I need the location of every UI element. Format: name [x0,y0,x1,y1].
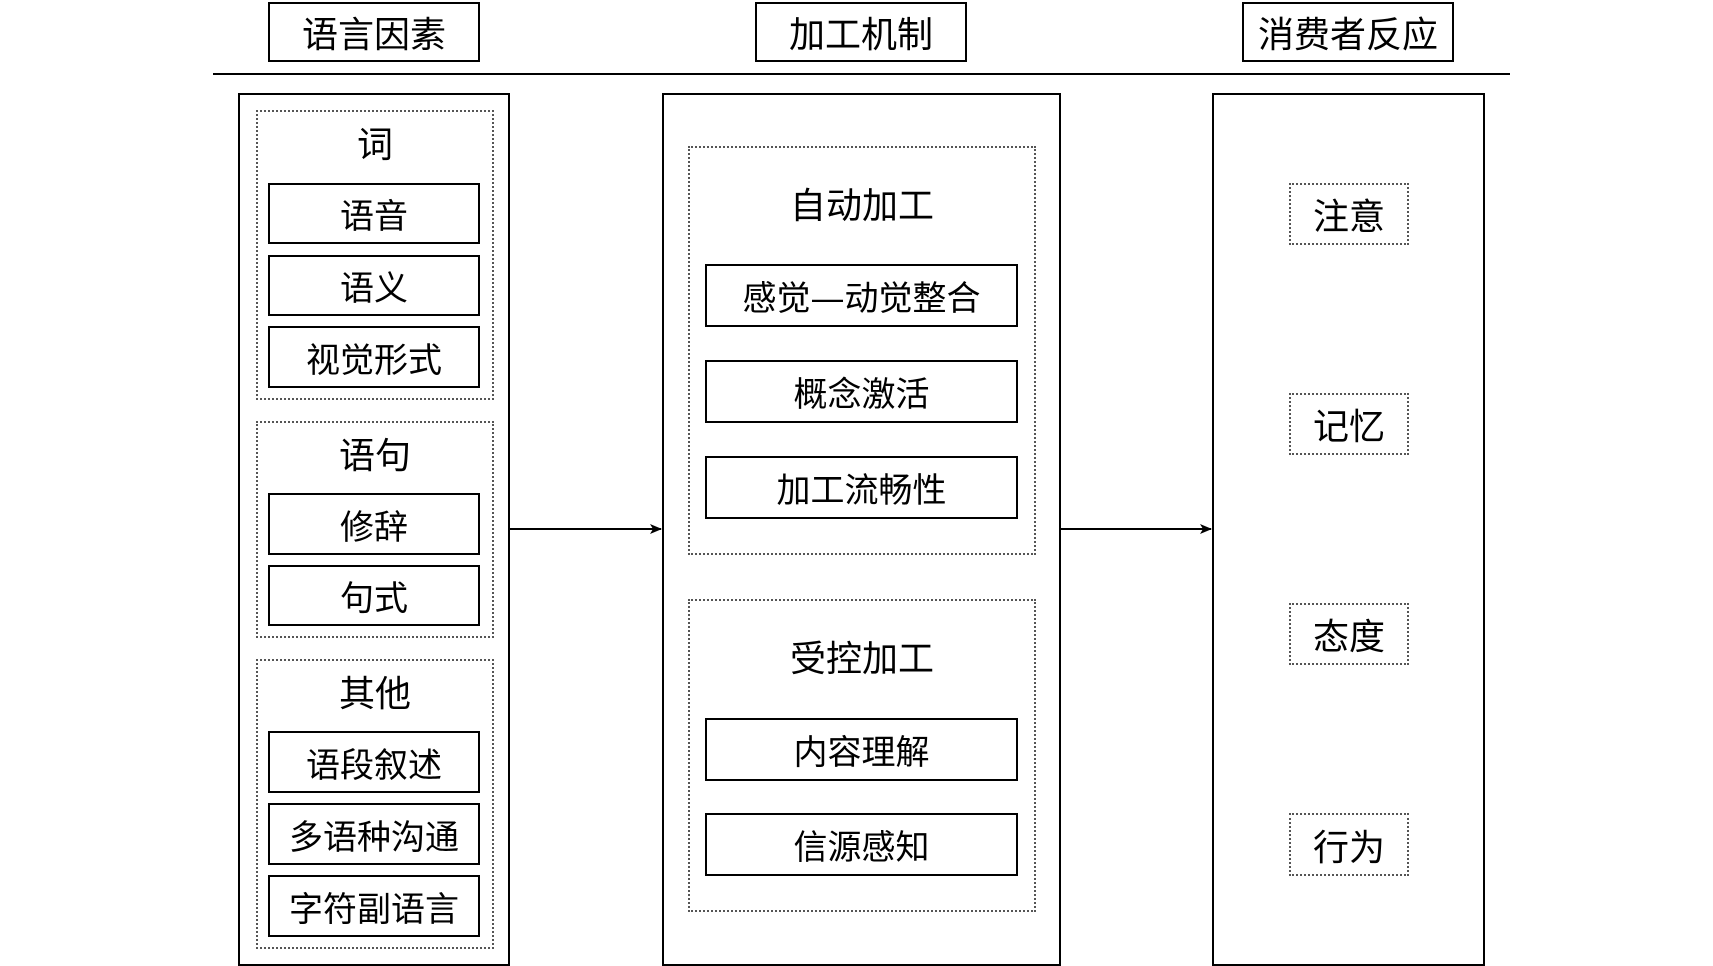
header-language-factors: 语言因素 [268,2,480,62]
process-processing-fluency: 加工流畅性 [705,456,1018,519]
header-divider [213,73,1510,75]
process-concept-activation: 概念激活 [705,360,1018,423]
factor-rhetoric: 修辞 [268,493,480,555]
factor-semantics: 语义 [268,255,480,316]
factor-sentence-pattern: 句式 [268,565,480,626]
group-word-title: 词 [356,125,393,166]
factor-phonetics: 语音 [268,183,480,244]
header-processing-mechanism: 加工机制 [755,2,967,62]
group-controlled-processing-title: 受控加工 [789,639,934,680]
process-content-comprehension: 内容理解 [705,718,1018,781]
process-sensory-motor-integration: 感觉—动觉整合 [705,264,1018,327]
factor-discourse-narrative: 语段叙述 [268,731,480,793]
group-automatic-processing [688,146,1036,555]
response-memory: 记忆 [1289,393,1409,455]
response-attitude: 态度 [1289,603,1409,665]
header-language-factors-label: 语言因素 [301,15,446,56]
response-attention: 注意 [1289,183,1409,245]
group-sentence [256,421,494,638]
header-consumer-response-label: 消费者反应 [1257,15,1438,56]
group-other [256,659,494,949]
factor-typographic-paralanguage: 字符副语言 [268,875,480,937]
header-processing-mechanism-label: 加工机制 [788,15,933,56]
factor-visual-form: 视觉形式 [268,326,480,388]
response-behavior: 行为 [1289,813,1409,876]
group-controlled-processing [688,599,1036,912]
group-sentence-title: 语句 [338,436,411,477]
process-source-perception: 信源感知 [705,813,1018,876]
header-consumer-response: 消费者反应 [1242,2,1454,62]
factor-multilingual-communication: 多语种沟通 [268,803,480,865]
group-word [256,110,494,400]
group-automatic-processing-title: 自动加工 [789,186,934,227]
group-other-title: 其他 [338,674,411,715]
